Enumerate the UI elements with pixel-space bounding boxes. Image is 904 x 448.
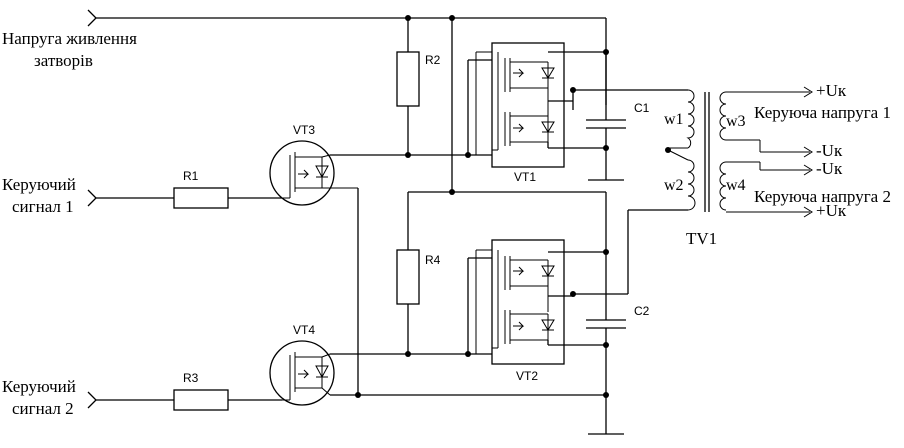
resistor-r4 — [396, 192, 420, 354]
r3-label: R3 — [183, 371, 199, 385]
out2-minus-label: -Uк — [816, 159, 843, 178]
control-voltage-1-label: Керуюча напруга 1 — [754, 103, 891, 122]
gate-supply-label-2: затворів — [34, 51, 93, 70]
r2-label: R2 — [425, 53, 441, 67]
w2-label: w2 — [664, 177, 684, 194]
tv1-label: TV1 — [686, 229, 717, 248]
out1-plus-label: +Uк — [816, 81, 847, 100]
control2-label-2: сигнал 2 — [12, 399, 74, 418]
mosfet-vt3 — [269, 140, 358, 206]
control2-label-1: Керуючий — [2, 377, 76, 396]
resistor-r2 — [396, 18, 420, 155]
out2-plus-label: +Uк — [816, 201, 847, 220]
w3-label: w3 — [726, 113, 746, 130]
vt4-label: VT4 — [293, 323, 315, 337]
control1-label-2: сигнал 1 — [12, 197, 74, 216]
gate-supply-bus — [87, 9, 607, 105]
r4-label: R4 — [425, 253, 441, 267]
vt1-label: VT1 — [514, 170, 536, 184]
transformer-tv1 — [665, 86, 813, 218]
resistor-r1 — [173, 187, 282, 209]
control1-label-1: Керуючий — [2, 175, 76, 194]
resistor-r3 — [173, 389, 282, 411]
control-voltage-2-label: Керуюча напруга 2 — [754, 187, 891, 206]
r1-label: R1 — [183, 169, 199, 183]
w1-label: w1 — [664, 111, 684, 128]
vt2-label: VT2 — [516, 369, 538, 383]
mosfet-vt4 — [269, 340, 335, 406]
vt3-label: VT3 — [293, 123, 315, 137]
c1-label: C1 — [634, 101, 650, 115]
gate-supply-label-1: Напруга живлення — [2, 29, 137, 48]
out1-minus-label: -Uк — [816, 141, 843, 160]
module-vt2 — [475, 239, 606, 365]
w4-label: w4 — [726, 177, 746, 194]
c2-label: C2 — [634, 304, 650, 318]
capacitor-c1 — [586, 52, 626, 181]
module-vt1 — [475, 42, 606, 168]
